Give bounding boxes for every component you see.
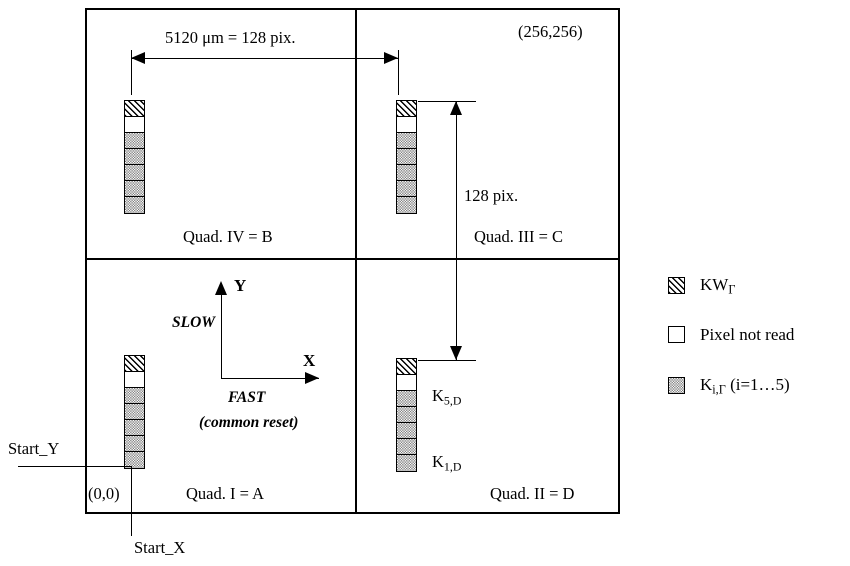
cell-label-k1d: K1,D <box>432 452 462 474</box>
pixel-cell-stipple <box>397 391 416 407</box>
pixel-cell-empty <box>397 117 416 133</box>
legend-label-kw: KWΓ <box>700 276 735 296</box>
legend-swatch-empty-icon <box>668 326 685 343</box>
vertical-dimension-tick-bottom <box>418 360 476 361</box>
pixel-cell-stipple <box>397 439 416 455</box>
pixel-cell-stipple <box>125 404 144 420</box>
start-y-label: Start_Y <box>8 439 60 458</box>
pixel-cell-stipple <box>125 436 144 452</box>
detector-frame <box>85 8 620 514</box>
cell-label-k5d-base: K <box>432 386 444 405</box>
quadrant-divider-horizontal <box>85 258 620 260</box>
legend-label-ki-tail: (i=1…5) <box>725 375 790 394</box>
pixel-cell-stipple <box>397 181 416 197</box>
pixel-cell-hatch <box>397 101 416 117</box>
cell-label-k1d-subscript: 1,D <box>443 459 462 474</box>
quadrant-divider-vertical <box>355 8 357 514</box>
quadrant-label-iii-c: Quad. III = C <box>474 227 564 246</box>
dimension-arrowhead-left <box>131 52 145 64</box>
vertical-dimension-tick-top <box>418 101 476 102</box>
horizontal-dimension-label: 5120 μm = 128 pix. <box>165 28 296 47</box>
pixel-cell-stipple <box>125 452 144 468</box>
legend-swatch-hatch-icon <box>668 277 685 295</box>
pixel-cell-hatch <box>397 359 416 375</box>
legend-label-kw-subscript: Γ <box>728 282 736 297</box>
slow-direction-label: SLOW <box>172 314 216 331</box>
origin-coordinate-0-0: (0,0) <box>88 484 120 503</box>
cell-label-k1d-base: K <box>432 452 444 471</box>
x-axis-line <box>221 378 319 379</box>
y-axis-label: Y <box>234 276 247 295</box>
start-y-leader-line <box>18 466 132 467</box>
start-x-leader-line <box>131 466 132 536</box>
legend-label-ki-subscript: i,Γ <box>712 382 726 397</box>
pixel-cell-empty <box>125 372 144 388</box>
corner-coordinate-256-256: (256,256) <box>518 22 583 41</box>
pixel-stack-quadrant-ii <box>396 358 417 472</box>
legend-swatch-stipple-icon <box>668 377 685 395</box>
pixel-cell-stipple <box>125 388 144 404</box>
legend-label-kw-base: KW <box>700 275 729 294</box>
dimension-extension-tick-right <box>398 50 399 95</box>
x-axis-arrowhead <box>305 372 319 384</box>
pixel-cell-stipple <box>397 423 416 439</box>
pixel-cell-empty <box>397 375 416 391</box>
pixel-cell-stipple <box>397 455 416 471</box>
dimension-arrowhead-right <box>384 52 398 64</box>
vertical-dimension-arrowhead-up <box>450 101 462 115</box>
dimension-extension-tick-left <box>131 50 132 95</box>
pixel-stack-quadrant-iv <box>124 100 145 214</box>
cell-label-k5d-subscript: 5,D <box>443 393 462 408</box>
pixel-cell-hatch <box>125 356 144 372</box>
pixel-cell-stipple <box>397 197 416 213</box>
pixel-cell-stipple <box>397 149 416 165</box>
quadrant-label-iv-b: Quad. IV = B <box>183 227 273 246</box>
pixel-cell-empty <box>125 117 144 133</box>
vertical-dimension-arrowhead-down <box>450 346 462 360</box>
pixel-cell-stipple <box>125 149 144 165</box>
legend-item-kw: KWΓ <box>668 276 735 296</box>
pixel-cell-hatch <box>125 101 144 117</box>
y-axis-arrowhead <box>215 281 227 295</box>
start-x-label: Start_X <box>134 538 186 557</box>
legend-label-ki: Ki,Γ (i=1…5) <box>700 376 790 396</box>
horizontal-dimension-line <box>131 58 398 59</box>
legend-item-ki: Ki,Γ (i=1…5) <box>668 376 790 396</box>
pixel-stack-quadrant-i <box>124 355 145 469</box>
pixel-cell-stipple <box>397 407 416 423</box>
legend-label-pixel-not-read: Pixel not read <box>700 325 795 344</box>
pixel-cell-stipple <box>125 181 144 197</box>
pixel-cell-stipple <box>397 165 416 181</box>
pixel-cell-stipple <box>397 133 416 149</box>
legend-label-ki-base: K <box>700 375 713 394</box>
vertical-dimension-line <box>456 101 457 360</box>
y-axis-line <box>221 293 222 378</box>
quadrant-label-i-a: Quad. I = A <box>186 484 265 503</box>
pixel-cell-stipple <box>125 197 144 213</box>
x-axis-label: X <box>303 351 316 370</box>
pixel-stack-quadrant-iii <box>396 100 417 214</box>
pixel-cell-stipple <box>125 420 144 436</box>
pixel-cell-stipple <box>125 133 144 149</box>
cell-label-k5d: K5,D <box>432 386 462 408</box>
vertical-dimension-label: 128 pix. <box>464 186 519 205</box>
fast-direction-note: (common reset) <box>199 414 299 431</box>
pixel-cell-stipple <box>125 165 144 181</box>
legend-item-pixel-not-read: Pixel not read <box>668 326 794 343</box>
quadrant-label-ii-d: Quad. II = D <box>490 484 575 503</box>
fast-direction-label: FAST <box>228 389 266 406</box>
